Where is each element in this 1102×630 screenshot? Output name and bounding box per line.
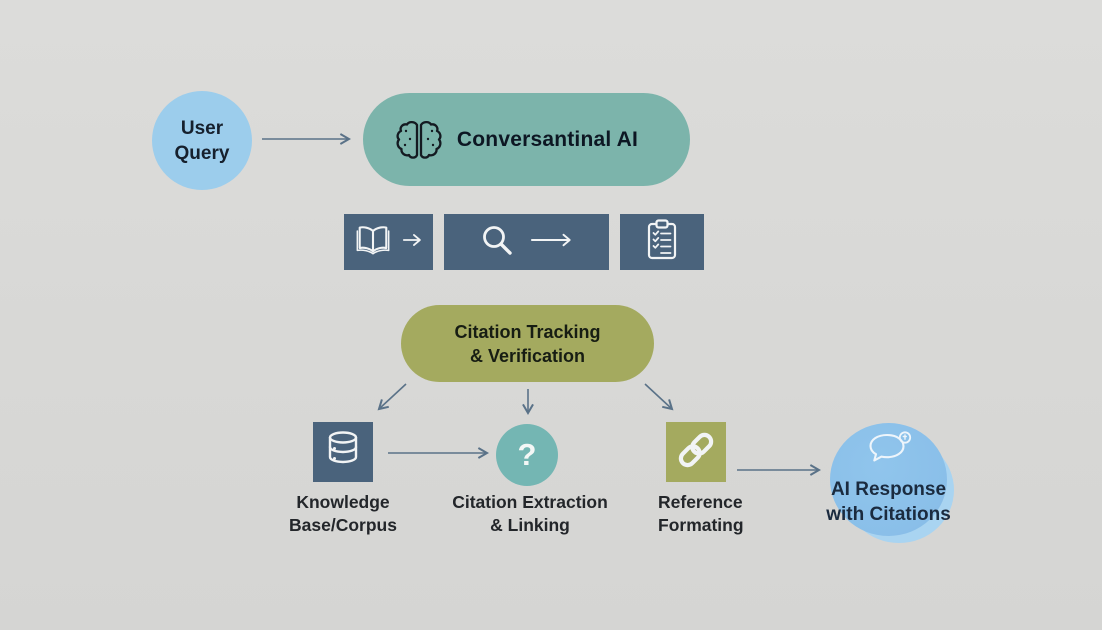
open-book-icon: [354, 223, 392, 261]
node-citation-extraction: ?: [496, 424, 558, 486]
conversational-ai-label: Conversantinal AI: [456, 127, 639, 151]
knowledge-base-label: Knowledge Base/Corpus: [263, 491, 423, 537]
reference-formatting-label-line2: Formating: [658, 515, 744, 535]
database-icon: [324, 430, 362, 475]
citation-extraction-label-line2: & Linking: [490, 515, 570, 535]
process-step-clipboard: [620, 214, 704, 270]
user-query-label-line2: Query: [174, 142, 230, 164]
chain-link-icon: [675, 429, 717, 476]
arrow-pill-to-reference: [644, 383, 674, 411]
process-step-search: [444, 214, 609, 270]
ai-response-label-line1: AI Response: [830, 478, 947, 500]
citation-tracking-line1: Citation Tracking: [454, 321, 601, 342]
clipboard-checklist-icon: [644, 218, 680, 267]
search-arrow-icon: [530, 232, 574, 253]
question-mark-icon: ?: [517, 437, 537, 472]
arrow-pill-to-knowledge: [377, 383, 407, 411]
search-icon: [480, 223, 514, 262]
user-query-label-line1: User: [180, 117, 224, 139]
book-arrow-icon: [402, 232, 424, 253]
node-knowledge-base: [313, 422, 373, 482]
node-conversational-ai: Conversantinal AI: [363, 93, 690, 186]
citation-tracking-line2: & Verification: [469, 345, 586, 366]
chat-bubble-icon: [866, 430, 912, 475]
citation-extraction-label: Citation Extraction & Linking: [440, 491, 620, 537]
reference-formatting-label-line1: Reference: [658, 492, 743, 512]
node-ai-response: AI Response with Citations: [826, 423, 951, 536]
process-step-book: [344, 214, 433, 270]
brain-icon: [395, 116, 443, 164]
ai-response-label-line2: with Citations: [826, 503, 951, 525]
node-citation-tracking: Citation Tracking & Verification: [401, 305, 654, 382]
knowledge-base-label-line1: Knowledge: [296, 492, 390, 512]
reference-formatting-label: Reference Formating: [658, 491, 808, 537]
node-user-query: User Query: [152, 91, 252, 190]
node-reference-formatting: [666, 422, 726, 482]
knowledge-base-label-line2: Base/Corpus: [289, 515, 397, 535]
citation-extraction-label-line1: Citation Extraction: [452, 492, 608, 512]
